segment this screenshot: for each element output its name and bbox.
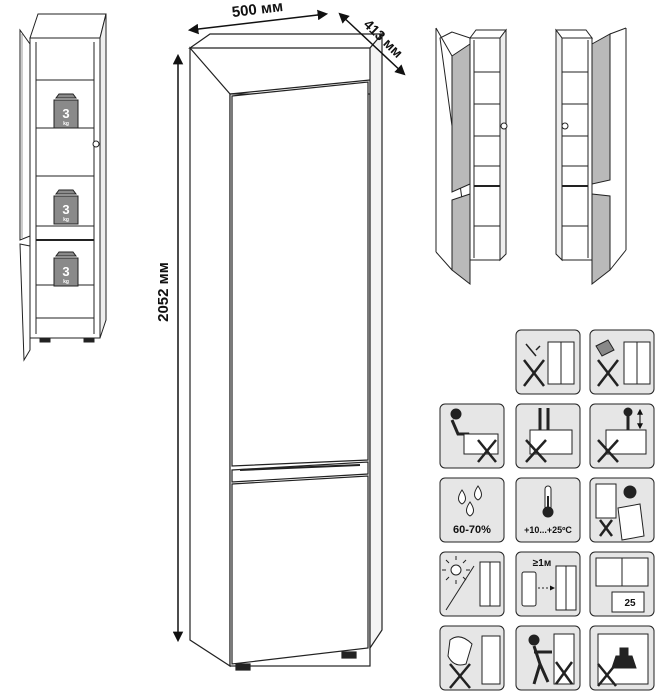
load-badge: 3 kg — [53, 251, 79, 287]
no-water-spray-icon — [515, 329, 581, 395]
heater-distance-icon: ≥1м — [515, 551, 581, 617]
svg-text:≥1м: ≥1м — [533, 558, 551, 569]
svg-text:kg: kg — [63, 121, 69, 127]
no-sitting-icon — [439, 403, 505, 469]
width-dimension: 500 мм — [187, 0, 329, 35]
open-cabinet-right-hinge — [555, 27, 627, 286]
no-climbing-icon — [589, 403, 655, 469]
max-load-icon: 25 — [589, 551, 655, 617]
svg-text:500 мм: 500 мм — [231, 0, 284, 21]
svg-text:25: 25 — [624, 598, 636, 609]
temperature-icon: +10...+25ºC — [515, 477, 581, 543]
humidity-icon: 60-70% — [439, 477, 505, 543]
svg-text:3: 3 — [62, 264, 69, 279]
hinge-adjust-icon — [589, 477, 655, 543]
no-standing-icon — [515, 403, 581, 469]
load-badge: 3 kg — [53, 93, 79, 129]
svg-text:kg: kg — [63, 217, 69, 223]
no-abrasive-icon — [439, 625, 505, 691]
svg-text:2052 мм: 2052 мм — [155, 262, 172, 322]
svg-text:kg: kg — [63, 279, 69, 285]
closed-cabinet-main-view — [188, 32, 384, 671]
open-cabinet-left-hinge — [435, 27, 508, 286]
svg-text:3: 3 — [62, 106, 69, 121]
no-liquid-spill-icon — [589, 329, 655, 395]
no-direct-sun-icon — [439, 551, 505, 617]
svg-text:60-70%: 60-70% — [453, 524, 491, 536]
svg-text:3: 3 — [62, 202, 69, 217]
no-pushing-icon — [515, 625, 581, 691]
svg-text:+10...+25ºC: +10...+25ºC — [524, 525, 572, 535]
open-cabinet-left-view — [19, 13, 107, 362]
load-badge: 3 kg — [53, 189, 79, 225]
height-dimension: 2052 мм — [155, 53, 184, 643]
no-heavy-items-icon — [589, 625, 655, 691]
